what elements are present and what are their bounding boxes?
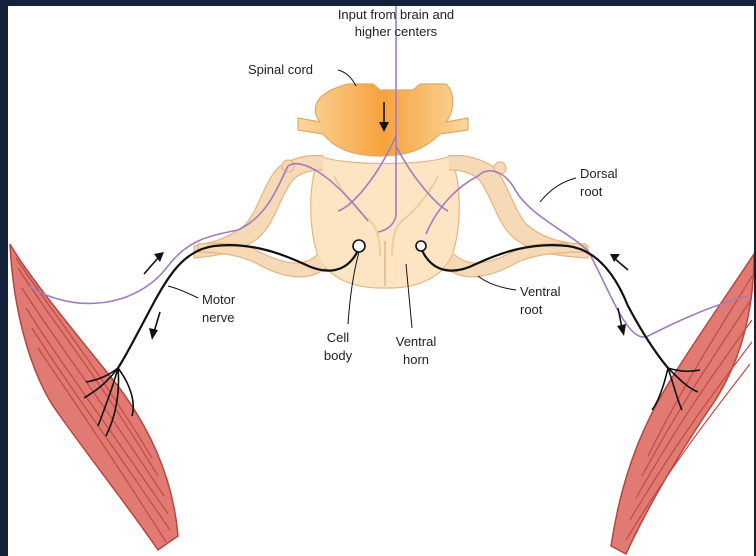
right-muscle xyxy=(611,254,754,554)
ventral-horn-label-line2: horn xyxy=(403,352,429,367)
spinal-cord-label: Spinal cord xyxy=(248,62,313,77)
input-label-line1: Input from brain and xyxy=(338,7,454,22)
dorsal-root-label-line2: root xyxy=(580,184,603,199)
input-label-line2: higher centers xyxy=(355,24,438,39)
arrow-left-up-icon xyxy=(144,252,164,274)
cell-body-left xyxy=(353,240,365,252)
cell-body-label-line2: body xyxy=(324,348,353,363)
diagram-panel: Input from brain and higher centers Spin… xyxy=(8,6,754,556)
motor-nerve-label-line1: Motor xyxy=(202,292,236,307)
cell-body-label-line1: Cell xyxy=(327,330,350,345)
ventral-root-label-line1: Ventral xyxy=(520,284,561,299)
ventral-horn-label-line1: Ventral xyxy=(396,334,437,349)
motor-nerve-label-line2: nerve xyxy=(202,310,235,325)
ventral-root-label-line2: root xyxy=(520,302,543,317)
dorsal-root-label-line1: Dorsal xyxy=(580,166,618,181)
spinal-cord xyxy=(298,84,468,288)
arrow-left-down-icon xyxy=(149,312,160,340)
arrow-right-up-icon xyxy=(610,254,628,270)
spinal-reflex-diagram: Input from brain and higher centers Spin… xyxy=(8,6,754,556)
cell-body-right xyxy=(416,241,426,251)
